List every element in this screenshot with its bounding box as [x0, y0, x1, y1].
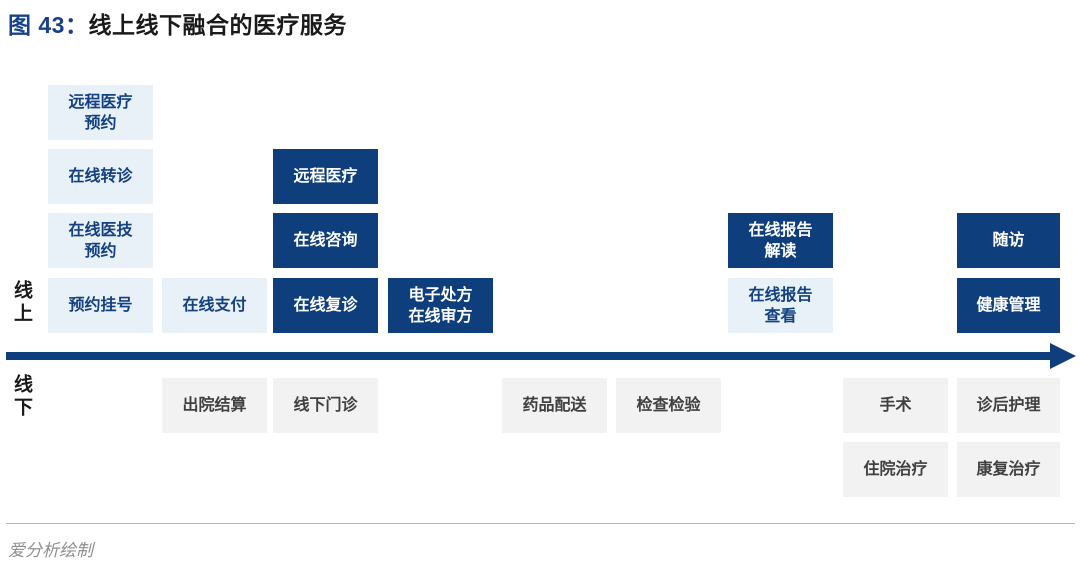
figure-title: 图 43：线上线下融合的医疗服务: [8, 6, 347, 40]
box-online-report-viewing: 在线报告 查看: [728, 278, 833, 333]
timeline-arrow-line: [6, 352, 1052, 360]
box-examination-tests: 检查检验: [616, 378, 721, 433]
box-surgery: 手术: [843, 378, 948, 433]
box-online-payment: 在线支付: [162, 278, 267, 333]
box-inpatient-treatment: 住院治疗: [843, 442, 948, 497]
box-rehabilitation: 康复治疗: [957, 442, 1060, 497]
box-drug-delivery: 药品配送: [502, 378, 607, 433]
box-offline-clinic: 线下门诊: [273, 378, 378, 433]
figure-number-label: 图 43：: [8, 12, 89, 38]
box-e-prescription-review: 电子处方 在线审方: [388, 278, 493, 333]
box-online-consultation: 在线咨询: [273, 213, 378, 268]
box-discharge-settlement: 出院结算: [162, 378, 267, 433]
footer-credit: 爱分析绘制: [8, 541, 93, 560]
box-telemedicine: 远程医疗: [273, 149, 378, 204]
footer-divider: [6, 523, 1075, 524]
box-post-diagnosis-care: 诊后护理: [957, 378, 1060, 433]
box-online-referral: 在线转诊: [48, 149, 153, 204]
box-telemedicine-appointment: 远程医疗 预约: [48, 85, 153, 140]
figure-title-text: 线上线下融合的医疗服务: [88, 12, 347, 38]
box-online-medtech-appointment: 在线医技 预约: [48, 213, 153, 268]
online-zone-label: 线上: [11, 280, 32, 326]
box-online-report-interpretation: 在线报告 解读: [728, 213, 833, 268]
box-online-follow-up-visit: 在线复诊: [273, 278, 378, 333]
offline-zone-label: 线下: [11, 374, 32, 420]
box-health-management: 健康管理: [957, 278, 1060, 333]
box-appointment-registration: 预约挂号: [48, 278, 153, 333]
timeline-arrow-head-icon: [1050, 343, 1076, 369]
box-follow-up: 随访: [957, 213, 1060, 268]
